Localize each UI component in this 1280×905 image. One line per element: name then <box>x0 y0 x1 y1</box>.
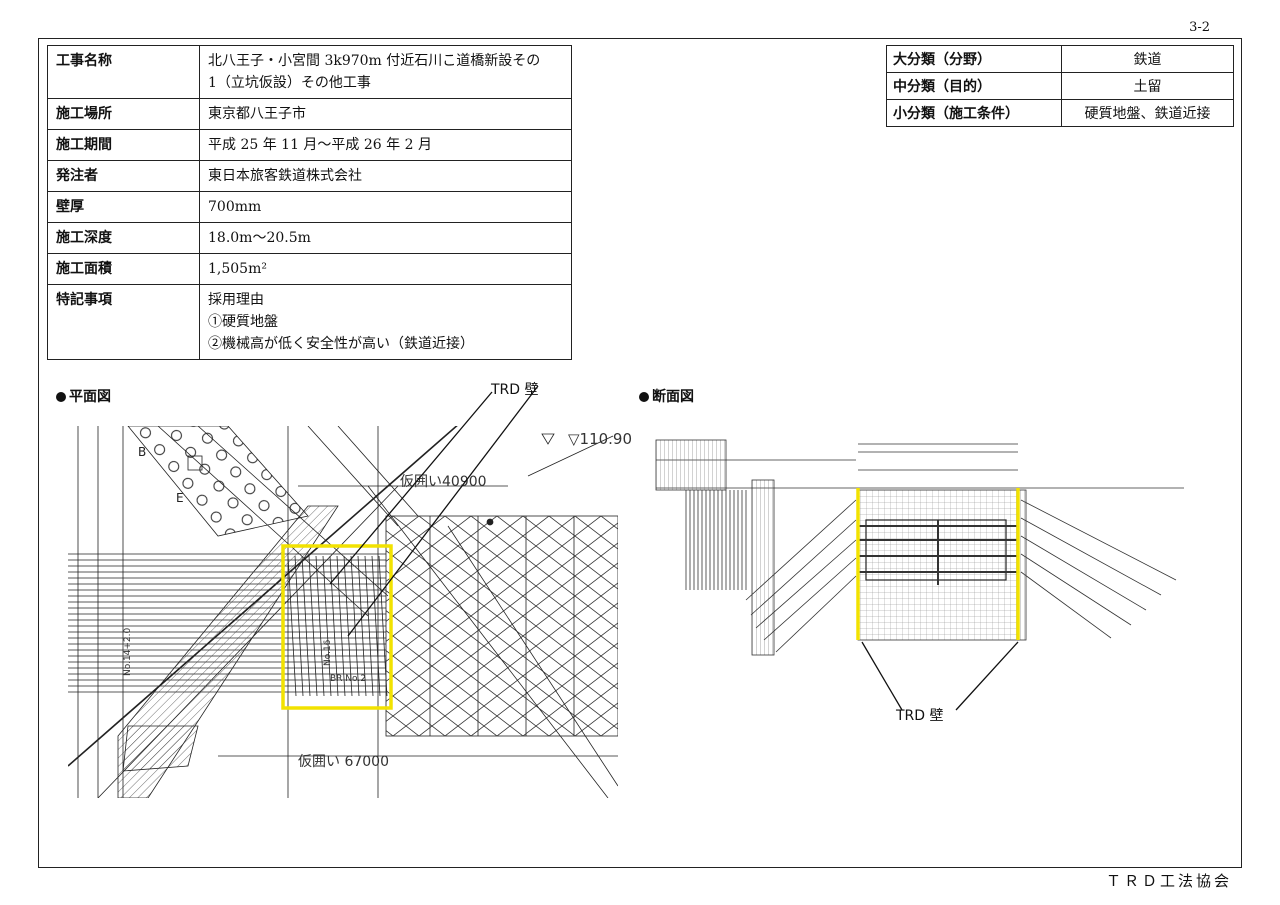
slope-line <box>371 555 381 697</box>
slope-line <box>329 555 339 697</box>
plan-elevation-label: ▽110.90 <box>568 430 632 448</box>
plan-br-label: BR No.2 <box>330 674 366 684</box>
info-value-line: 東日本旅客鉄道株式会社 <box>208 168 362 184</box>
slope-line <box>336 555 346 697</box>
plan-point-b: B <box>138 445 146 459</box>
info-value: 平成 25 年 11 月～平成 26 年 2 月 <box>199 129 572 161</box>
info-row: 施工面積 1,505m² <box>47 253 572 285</box>
info-label: 施工深度 <box>47 222 200 254</box>
plan-leader-line <box>329 391 493 585</box>
plan-point-e: E <box>176 491 184 505</box>
info-value-line: 北八王子・小宮間 3k970m 付近石川こ道橋新設その <box>208 53 541 69</box>
bullet-icon <box>639 392 649 402</box>
footer-association: ＴＲＤ工法協会 <box>1105 872 1232 890</box>
classification-value: 土留 <box>1061 72 1234 100</box>
bullet-icon <box>56 392 66 402</box>
info-row: 施工期間平成 25 年 11 月～平成 26 年 2 月 <box>47 129 572 161</box>
classification-value: 硬質地盤、鉄道近接 <box>1061 99 1234 127</box>
info-label: 施工面積 <box>47 253 200 285</box>
info-label: 工事名称 <box>47 45 200 99</box>
slope-line <box>308 555 318 697</box>
plan-caption: 平面図 <box>56 386 111 406</box>
plan-drawing: ▽110.90 仮囲い40900 仮囲い 67000 B E No.14+2.0… <box>68 385 632 798</box>
info-value: 採用理由 ①硬質地盤 ②機械高が低く安全性が高い（鉄道近接） <box>199 284 572 360</box>
section-caption: 断面図 <box>639 386 694 406</box>
info-value-line: 東京都八王子市 <box>208 106 306 122</box>
info-value-line: ②機械高が低く安全性が高い（鉄道近接） <box>208 336 474 352</box>
info-value: 1,505m² <box>199 253 572 285</box>
info-value-line: ①硬質地盤 <box>208 314 278 330</box>
classification-label: 小分類（施工条件） <box>886 99 1062 127</box>
classification-label: 中分類（目的） <box>886 72 1062 100</box>
slope-line <box>357 555 367 697</box>
info-row: 壁厚 700mm <box>47 191 572 223</box>
classification-row: 小分類（施工条件）硬質地盤、鉄道近接 <box>886 99 1234 127</box>
info-value-line: 平成 25 年 11 月～平成 26 年 2 月 <box>208 137 432 153</box>
info-value-line: 700mm <box>208 199 262 215</box>
page-frame <box>38 38 1242 868</box>
info-value: 18.0m～20.5m <box>199 222 572 254</box>
info-value: 700mm <box>199 191 572 223</box>
project-info-table: 工事名称北八王子・小宮間 3k970m 付近石川こ道橋新設その 1（立坑仮設）その… <box>47 45 572 360</box>
classification-table: 大分類（分野）鉄道中分類（目的）土留小分類（施工条件）硬質地盤、鉄道近接 <box>886 45 1234 127</box>
slope-line <box>343 555 353 697</box>
info-row: 発注者東日本旅客鉄道株式会社 <box>47 160 572 192</box>
slope-line <box>364 555 374 697</box>
section-drawing <box>655 439 1184 711</box>
info-label: 施工期間 <box>47 129 200 161</box>
info-label: 施工場所 <box>47 98 200 130</box>
info-value: 東京都八王子市 <box>199 98 572 130</box>
info-value-line: 採用理由 <box>208 292 264 308</box>
classification-row: 大分類（分野）鉄道 <box>886 45 1234 73</box>
plan-kakoi-40900: 仮囲い40900 <box>400 474 487 490</box>
classification-label: 大分類（分野） <box>886 45 1062 73</box>
info-label: 壁厚 <box>47 191 200 223</box>
slope-line <box>378 555 388 697</box>
plan-trd-callout: TRD 壁 <box>491 382 539 398</box>
plan-no16-label: No.16 <box>323 639 333 666</box>
info-row: 工事名称北八王子・小宮間 3k970m 付近石川こ道橋新設その 1（立坑仮設）その… <box>47 45 572 99</box>
section-trd-callout: TRD 壁 <box>896 708 944 724</box>
slope-line <box>322 555 332 697</box>
slope-line <box>315 555 325 697</box>
plan-kakoi-67000: 仮囲い 67000 <box>298 754 389 770</box>
info-row: 特記事項採用理由 ①硬質地盤 ②機械高が低く安全性が高い（鉄道近接） <box>47 284 572 360</box>
slope-line <box>294 555 304 697</box>
plan-station-label: No.14+2.0 <box>123 627 133 676</box>
slope-line <box>301 555 311 697</box>
info-value-line: 1（立坑仮設）その他工事 <box>208 75 371 91</box>
slope-line <box>287 555 297 697</box>
info-value: 北八王子・小宮間 3k970m 付近石川こ道橋新設その 1（立坑仮設）その他工事 <box>199 45 572 99</box>
info-label: 特記事項 <box>47 284 200 360</box>
page-number: 3-2 <box>1189 20 1210 35</box>
info-row: 施工深度 18.0m～20.5m <box>47 222 572 254</box>
info-row: 施工場所東京都八王子市 <box>47 98 572 130</box>
classification-value: 鉄道 <box>1061 45 1234 73</box>
classification-row: 中分類（目的）土留 <box>886 72 1234 100</box>
info-value-line: 1,505m² <box>208 261 267 277</box>
info-value-line: 18.0m～20.5m <box>208 230 311 246</box>
info-label: 発注者 <box>47 160 200 192</box>
info-value: 東日本旅客鉄道株式会社 <box>199 160 572 192</box>
